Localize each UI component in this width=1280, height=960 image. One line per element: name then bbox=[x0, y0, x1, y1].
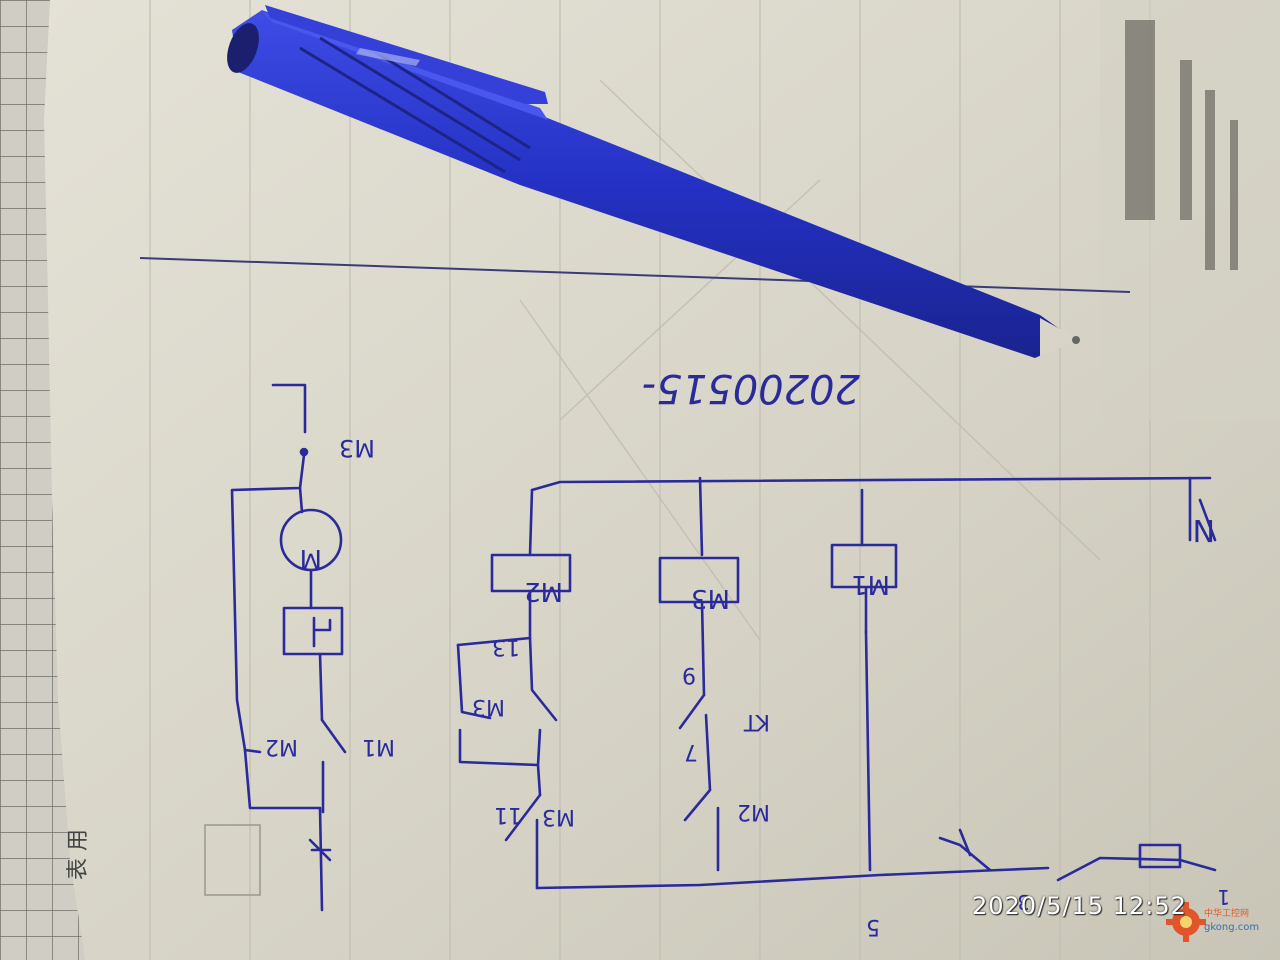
contact-m3-upper-label: M3 bbox=[472, 694, 505, 719]
circuit-sketch bbox=[230, 383, 1217, 912]
contact-kt-label: KT bbox=[743, 709, 770, 734]
wire-3-label: 3 bbox=[1017, 890, 1030, 914]
coil-m3-label: M3 bbox=[691, 583, 730, 613]
wire-13-label: 13 bbox=[492, 634, 520, 659]
wire-7-label: 7 bbox=[684, 739, 698, 764]
watermark-site: gkong.com bbox=[1204, 922, 1260, 933]
paper-margin-text: 表 用 bbox=[66, 829, 91, 880]
blue-pen bbox=[227, 5, 1080, 358]
switch-m3-label: M3 bbox=[339, 434, 375, 462]
photo-timestamp: 2020/5/15 12:52 bbox=[972, 892, 1187, 920]
coil-m2-label: M2 bbox=[524, 576, 563, 606]
motor-label: M bbox=[300, 543, 322, 573]
contact-m2-upper-label: M2 bbox=[265, 734, 298, 759]
wire-11-label: 11 bbox=[494, 802, 522, 827]
sketch-labels: 20200515- M2 M3 M1 13 9 7 11 5 3 1 KT M1… bbox=[265, 365, 1230, 939]
watermark-cn: 中华工控网 bbox=[1204, 909, 1250, 919]
contact-m3-lower-label: M3 bbox=[542, 804, 575, 829]
bus-n-label: N bbox=[1193, 512, 1215, 547]
contact-m1-label: M1 bbox=[362, 734, 395, 759]
wire-1-label: 1 bbox=[1217, 885, 1230, 909]
wire-5-label: 5 bbox=[866, 914, 880, 939]
site-watermark: 中华工控网 gkong.com bbox=[1166, 892, 1276, 952]
wire-9-label: 9 bbox=[682, 662, 696, 687]
notebook-sheet bbox=[44, 0, 1280, 960]
contact-m2-lower-label: M2 bbox=[737, 799, 770, 824]
date-note: 20200515- bbox=[642, 365, 860, 411]
gear-icon bbox=[1166, 902, 1206, 942]
coil-m1-label: M1 bbox=[851, 569, 890, 599]
